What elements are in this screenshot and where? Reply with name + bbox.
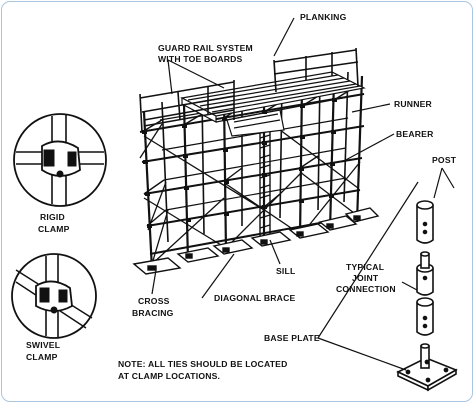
joint-connection-detail [416,251,434,336]
label-with-toe-boards: WITH TOE BOARDS [158,54,243,64]
label-planking: PLANKING [300,12,347,22]
label-swivel-clamp: CLAMP [26,352,58,362]
post-detail [416,200,434,244]
swivel-clamp-detail [11,253,97,339]
label-runner: RUNNER [394,99,433,109]
diagonal-brace [139,123,169,265]
label-sill: SILL [276,266,295,276]
label-base-plate: BASE PLATE [264,333,320,343]
label-diagonal-brace: DIAGONAL BRACE [214,293,295,303]
label-typical: TYPICAL [346,262,384,272]
label-rigid-clamp: CLAMP [38,224,70,234]
planking-deck [180,71,366,137]
sills-and-base-plates [132,207,380,275]
labels: PLANKING GUARD RAIL SYSTEM WITH TOE BOAR… [26,12,457,381]
label-guard-rail-system: GUARD RAIL SYSTEM [158,43,253,53]
clamps [142,98,337,228]
label-post: POST [432,155,457,165]
label-joint: JOINT [352,273,379,283]
label-swivel: SWIVEL [26,340,60,350]
label-bracing: BRACING [132,308,174,318]
scaffold-structure [132,47,380,275]
note-line-2: AT CLAMP LOCATIONS. [118,371,220,381]
leader-lines [151,17,455,371]
cross-bracing [143,117,361,265]
note-line-1: NOTE: ALL TIES SHOULD BE LOCATED [118,359,288,369]
label-connection: CONNECTION [336,284,396,294]
rigid-clamp-detail [13,113,107,207]
base-plate-detail [396,343,458,392]
label-cross: CROSS [138,296,170,306]
label-rigid: RIGID [40,212,65,222]
label-bearer: BEARER [396,129,434,139]
front-runners [139,93,365,255]
